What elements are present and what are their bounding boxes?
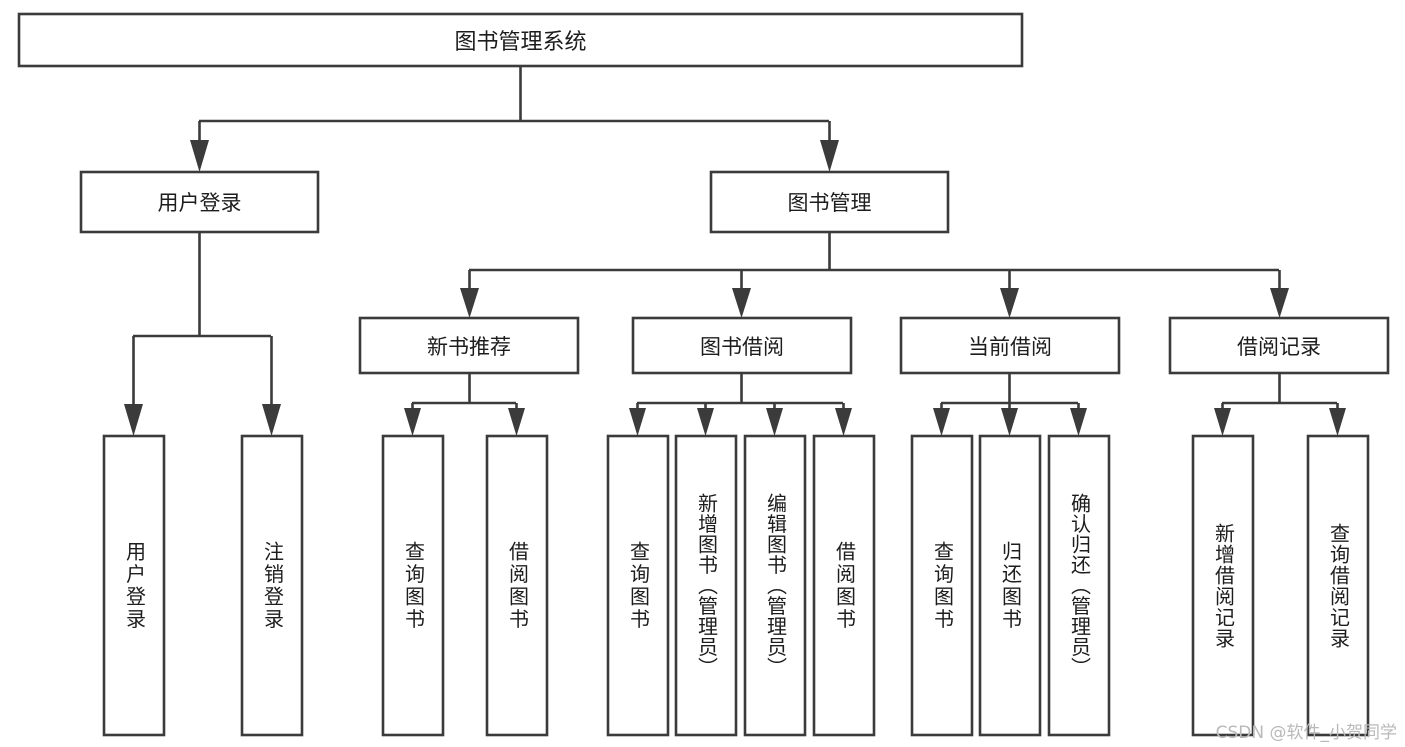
arrow-head-borrow-record [1270, 288, 1289, 318]
arrow-head-leaf-add-record [1214, 408, 1231, 436]
node-box-leaf-query-record[interactable] [1306, 434, 1370, 737]
arrow-head-to-book-manage [820, 140, 839, 172]
node-box-leaf-confirm-return[interactable] [1047, 434, 1111, 737]
node-box-current-borrow[interactable] [899, 316, 1121, 375]
arrow-head-leaf-query-record [1329, 408, 1346, 436]
node-box-leaf-borrow-book-1[interactable] [485, 434, 549, 737]
arrow-head-leaf-query-book-3 [933, 408, 950, 436]
arrow-head-new-book-rec [460, 288, 479, 318]
arrow-head-leaf-borrow-book-1 [508, 408, 525, 436]
node-box-new-book-rec[interactable] [358, 316, 580, 375]
node-box-leaf-query-book-3[interactable] [910, 434, 974, 737]
node-box-book-manage[interactable] [709, 170, 950, 234]
node-box-leaf-user-login[interactable] [102, 434, 166, 737]
node-box-root[interactable] [17, 12, 1024, 68]
arrow-head-leaf-confirm-return [1070, 408, 1087, 436]
arrow-head-current-borrow [1000, 288, 1019, 318]
arrow-head-leaf-query-book-2 [629, 408, 646, 436]
arrow-head-leaf-add-book [697, 408, 714, 436]
arrow-head-leaf-edit-book [766, 408, 783, 436]
arrow-head-to-user-login [190, 140, 209, 172]
node-box-leaf-edit-book[interactable] [743, 434, 807, 737]
arrow-head-leaf-logout-login [262, 404, 281, 436]
node-box-leaf-return-book[interactable] [978, 434, 1042, 737]
node-box-user-login[interactable] [79, 170, 320, 234]
arrow-head-leaf-return-book [1001, 408, 1018, 436]
node-box-leaf-query-book-2[interactable] [606, 434, 670, 737]
arrow-head-leaf-user-login [124, 404, 143, 436]
node-box-leaf-borrow-book-2[interactable] [812, 434, 876, 737]
node-box-leaf-add-book[interactable] [674, 434, 738, 737]
node-box-leaf-add-record[interactable] [1191, 434, 1255, 737]
node-box-book-borrow[interactable] [631, 316, 853, 375]
node-box-leaf-logout-login[interactable] [240, 434, 304, 737]
node-box-leaf-query-book-1[interactable] [381, 434, 445, 737]
arrow-head-leaf-query-book-1 [404, 408, 421, 436]
arrow-head-book-borrow [732, 288, 751, 318]
arrow-head-leaf-borrow-book-2 [835, 408, 852, 436]
node-box-borrow-record[interactable] [1168, 316, 1390, 375]
